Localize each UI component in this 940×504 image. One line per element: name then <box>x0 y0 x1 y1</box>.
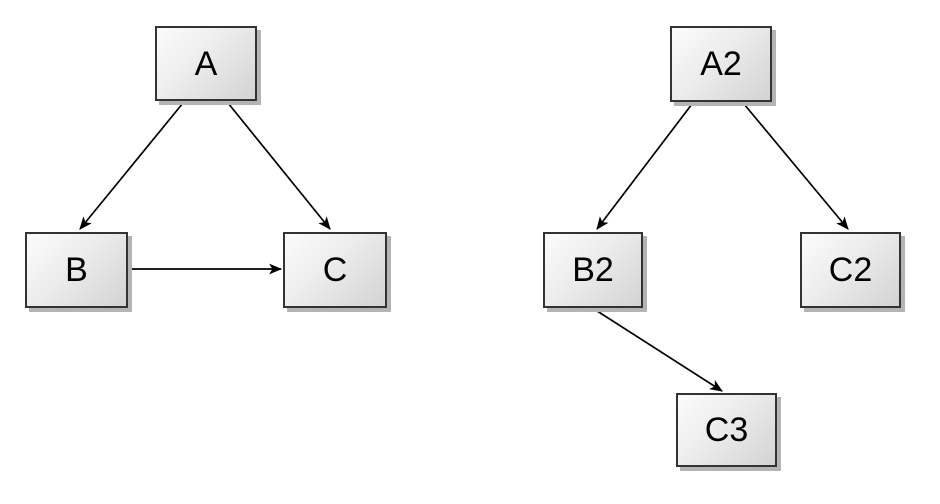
node-C3[interactable]: C3 <box>676 393 777 467</box>
node-C[interactable]: C <box>283 232 387 308</box>
node-C2[interactable]: C2 <box>800 232 901 308</box>
edge-B2-C3[interactable] <box>593 308 723 392</box>
node-A[interactable]: A <box>155 26 257 101</box>
node-B-label: B <box>65 251 88 289</box>
node-A2[interactable]: A2 <box>670 26 772 102</box>
edge-A-C[interactable] <box>227 102 331 230</box>
edge-A2-B2[interactable] <box>596 103 693 230</box>
node-B[interactable]: B <box>25 232 128 308</box>
node-B2-label: B2 <box>572 251 614 289</box>
edge-A2-C2[interactable] <box>743 103 849 230</box>
node-C2-label: C2 <box>828 251 873 289</box>
node-C-label: C <box>322 251 348 289</box>
edge-A-B[interactable] <box>79 102 184 230</box>
node-B2[interactable]: B2 <box>543 232 643 308</box>
node-A-label: A <box>194 44 218 83</box>
node-C3-label: C3 <box>704 411 749 449</box>
node-A2-label: A2 <box>700 45 742 83</box>
